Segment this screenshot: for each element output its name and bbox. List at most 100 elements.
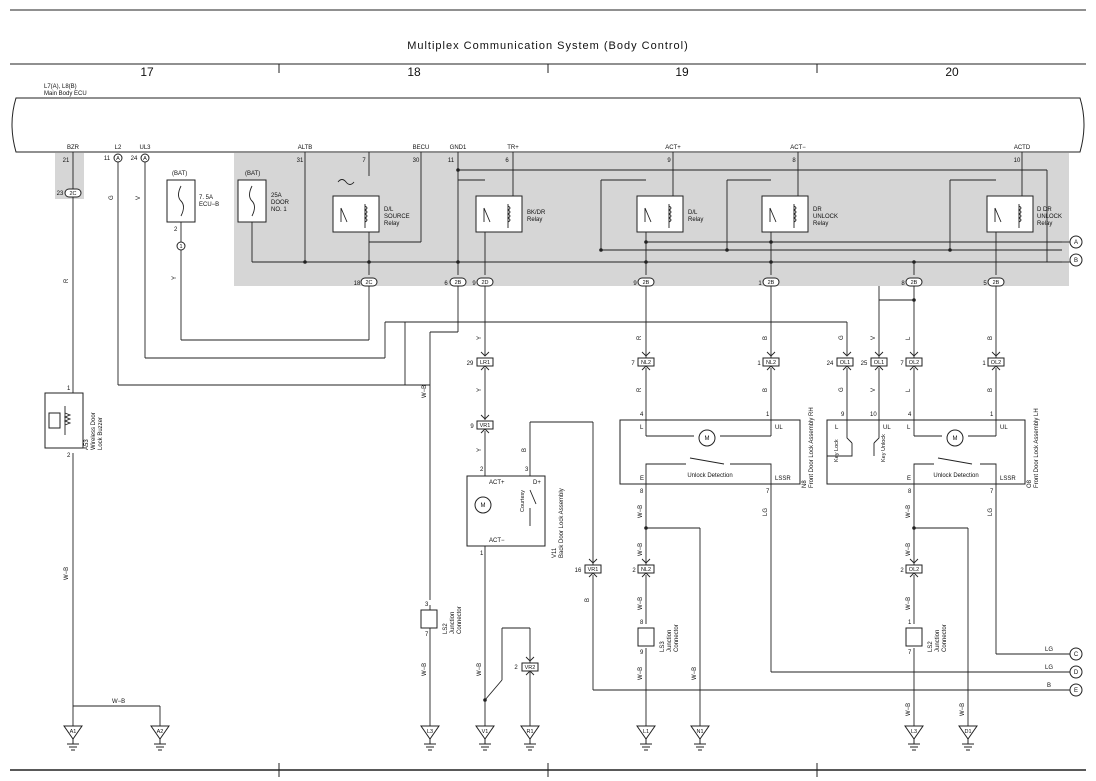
- junction-ls2-right: 1 7 LS2 Junction Connector: [905, 620, 948, 656]
- buzzer-name1: Wireless Door: [91, 412, 97, 450]
- lh-ul: UL: [1000, 425, 1008, 431]
- buzzer-name2: Lock Buzzer: [98, 417, 104, 450]
- relay4-name2: UNLOCK: [813, 214, 838, 220]
- bd-act-minus: ACT−: [489, 538, 505, 544]
- wc-wb8: W−B: [638, 667, 644, 680]
- term-act-plus: ACT+: [665, 145, 681, 151]
- relay-dl-source: D/L SOURCE Relay: [332, 195, 410, 233]
- wire-color-y1: Y: [172, 276, 178, 280]
- ground-label: A2: [157, 729, 164, 735]
- svg-text:2: 2: [632, 568, 636, 574]
- wire-label-wb-h: W−B: [112, 699, 125, 705]
- ecu-sub-code: 2C: [69, 191, 76, 197]
- bd-name: Back Door Lock Assembly: [559, 488, 565, 558]
- wire-color-r: R: [64, 278, 70, 283]
- pin-21: 21: [63, 158, 70, 164]
- wc-lg4: LG: [1045, 665, 1053, 671]
- pin-6: 6: [505, 158, 509, 164]
- wire-color-g: G: [109, 195, 115, 200]
- term-tr: TR+: [507, 145, 519, 151]
- wc-b6: B: [988, 388, 994, 392]
- lh-ul-key: UL: [883, 425, 891, 431]
- relay-dl: D/L Relay: [636, 195, 703, 233]
- offpage-d: D: [1069, 665, 1083, 679]
- ground-label: L3: [911, 729, 917, 735]
- svg-text:LS2: LS2: [928, 641, 934, 652]
- wc-lg2: LG: [988, 508, 994, 516]
- relay5-name3: Relay: [1037, 221, 1052, 227]
- svg-text:OL2: OL2: [909, 567, 919, 573]
- svg-text:6: 6: [444, 281, 448, 287]
- wc-wb12: W−B: [906, 597, 912, 610]
- ground-a1-0: A1: [63, 725, 83, 751]
- ground-l1-5: L1: [636, 725, 656, 751]
- ground-l3-7: L3: [904, 725, 924, 751]
- bat-label-1: (BAT): [172, 171, 187, 177]
- svg-text:NL2: NL2: [641, 567, 651, 573]
- lh-name: Front Door Lock Assembly LH: [1034, 408, 1040, 488]
- svg-text:7: 7: [425, 632, 429, 638]
- svg-text:A: A: [116, 156, 120, 162]
- fuse1-splice: 1: [179, 244, 182, 250]
- offpage-c: C: [1069, 647, 1083, 661]
- svg-text:Junction: Junction: [667, 630, 673, 652]
- svg-text:1: 1: [757, 361, 761, 367]
- bd-pin3: 3: [525, 467, 529, 473]
- rh-unlock: Unlock Detection: [687, 473, 732, 479]
- wc-wb13: W−B: [906, 703, 912, 716]
- wc-lg3: LG: [1045, 647, 1053, 653]
- ecu-sub-pin: 23: [57, 191, 64, 197]
- wire-color-wb: W−B: [64, 567, 70, 580]
- chevron-marks: [480, 351, 1001, 676]
- svg-text:OL1: OL1: [874, 360, 884, 366]
- wc-wb6: W−B: [638, 543, 644, 556]
- wc-wb4: W−B: [477, 663, 483, 676]
- lh-l: L: [907, 425, 911, 431]
- lh-door-lock-box: [826, 419, 1026, 485]
- lh-l-key: L: [835, 425, 839, 431]
- svg-text:2C: 2C: [365, 280, 372, 286]
- svg-text:Connector: Connector: [674, 624, 680, 652]
- lh-key-lock: Key Lock: [834, 439, 840, 462]
- term-altb: ALTB: [298, 145, 313, 151]
- bd-pin1: 1: [480, 551, 484, 557]
- svg-text:8: 8: [640, 620, 644, 626]
- wc-wb11: W−B: [906, 543, 912, 556]
- svg-text:OL2: OL2: [909, 360, 919, 366]
- fuse1-rating: 7. 5A: [199, 195, 213, 201]
- ground-label: V1: [482, 729, 489, 735]
- bd-id: V11: [552, 547, 558, 558]
- svg-text:1: 1: [758, 281, 762, 287]
- wc-b5: B: [988, 336, 994, 340]
- lh-e: E: [907, 476, 911, 482]
- svg-text:D: D: [1074, 670, 1079, 676]
- svg-text:9: 9: [470, 424, 474, 430]
- svg-text:Connector: Connector: [942, 624, 948, 652]
- svg-text:2D: 2D: [481, 280, 488, 286]
- svg-text:7: 7: [908, 650, 912, 656]
- fuse1-pin: 2: [174, 227, 178, 233]
- rh-pin1: 1: [766, 412, 770, 418]
- wc-g3: G: [839, 387, 845, 392]
- column-19: 19: [675, 65, 689, 79]
- svg-text:NL2: NL2: [641, 360, 651, 366]
- svg-text:1: 1: [908, 620, 912, 626]
- relay3-name1: D/L: [688, 210, 698, 216]
- svg-text:Junction: Junction: [935, 630, 941, 652]
- rh-pin4: 4: [640, 412, 644, 418]
- pin-24: 24: [131, 156, 138, 162]
- svg-text:NL2: NL2: [766, 360, 776, 366]
- wc-wb10: W−B: [906, 505, 912, 518]
- wc-b3: B: [763, 336, 769, 340]
- ground-a2-1: A2: [150, 725, 170, 751]
- svg-text:2: 2: [514, 665, 518, 671]
- svg-text:LR1: LR1: [480, 360, 490, 366]
- svg-text:LS2: LS2: [443, 623, 449, 634]
- rh-l: L: [640, 425, 644, 431]
